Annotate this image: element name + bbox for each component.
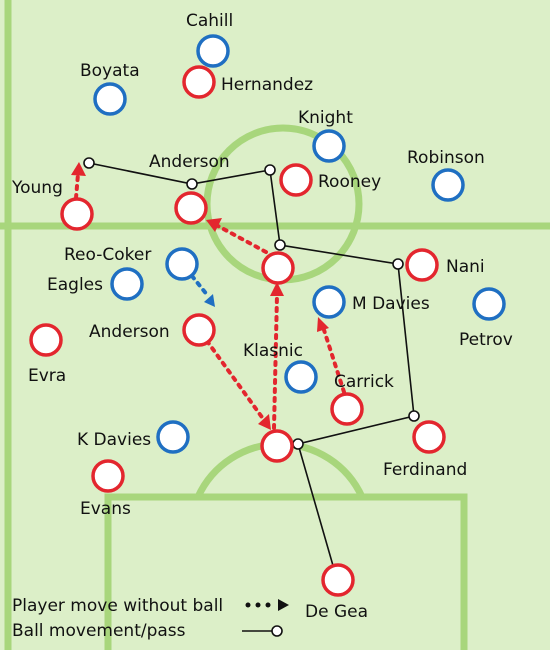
player-label-hernandez: Hernandez	[221, 75, 313, 95]
player-label-knight: Knight	[298, 108, 353, 128]
player-marker-m-davies	[312, 285, 346, 319]
player-label-cahill: Cahill	[186, 11, 233, 31]
player-label-ferdinand: Ferdinand	[383, 460, 467, 480]
player-marker-deep-red	[260, 429, 294, 463]
arrowhead	[317, 317, 329, 332]
player-marker-nani	[405, 248, 439, 282]
penalty-box	[104, 493, 468, 650]
player-marker-de-gea	[321, 563, 355, 597]
player-label-anderson-top: Anderson	[149, 152, 230, 172]
player-marker-evans	[91, 459, 125, 493]
legend-pass-sample	[242, 625, 283, 637]
pass-route-main	[88, 162, 415, 577]
player-marker-ferdinand	[412, 420, 446, 454]
player-marker-young	[60, 197, 94, 231]
player-label-nani: Nani	[446, 257, 485, 277]
legend-move-sample	[245, 599, 289, 611]
player-label-robinson: Robinson	[407, 148, 485, 168]
player-label-carrick: Carrick	[334, 372, 394, 392]
player-label-rooney: Rooney	[318, 172, 381, 192]
pass-node	[83, 157, 95, 169]
player-marker-knight	[312, 129, 346, 163]
pass-node	[408, 410, 420, 422]
player-marker-robinson	[431, 168, 465, 202]
player-marker-anderson-top	[174, 191, 208, 225]
move-arrow-young	[74, 172, 80, 200]
player-label-petrov: Petrov	[459, 330, 513, 350]
player-label-de-gea: De Gea	[305, 602, 368, 622]
player-marker-evra	[29, 323, 63, 357]
move-arrow-anderson	[205, 339, 266, 422]
arrowhead	[204, 294, 215, 307]
arrowhead	[258, 414, 271, 430]
arrowhead	[270, 282, 284, 296]
player-marker-hernandez	[182, 65, 216, 99]
pass-node	[186, 178, 198, 190]
pass-node	[392, 258, 404, 270]
player-marker-reo-coker	[165, 247, 199, 281]
player-label-young: Young	[11, 178, 63, 198]
movement-arrows	[74, 172, 346, 430]
arrow-heads	[71, 162, 329, 430]
move-arrow-carrick	[322, 328, 346, 394]
player-label-eagles: Eagles	[47, 275, 103, 295]
player-marker-center-red	[261, 251, 295, 285]
player-marker-k-davies	[156, 420, 190, 454]
move-arrow-to-anderson-top	[216, 224, 268, 254]
player-marker-anderson-mid	[182, 313, 216, 347]
player-labels: Cahill Hernandez Boyata Knight Robinson …	[11, 11, 513, 622]
player-label-m-davies: M Davies	[352, 294, 430, 314]
pass-node	[264, 164, 276, 176]
move-arrow-deep-to-center	[272, 293, 279, 430]
player-marker-klasnic	[284, 360, 318, 394]
player-label-boyata: Boyata	[80, 61, 140, 81]
arrowhead	[71, 162, 86, 176]
player-marker-eagles	[110, 267, 144, 301]
move-arrow-reo-coker	[190, 274, 210, 298]
player-label-evra: Evra	[28, 366, 66, 386]
legend-move-label: Player move without ball	[12, 596, 223, 616]
player-label-reo-coker: Reo-Coker	[64, 245, 151, 265]
legend-pass-label: Ball movement/pass	[12, 621, 186, 641]
player-marker-petrov	[472, 287, 506, 321]
players	[29, 34, 506, 597]
player-marker-cahill	[196, 34, 230, 68]
player-label-anderson-mid: Anderson	[89, 322, 170, 342]
player-marker-boyata	[93, 82, 127, 116]
pass-node	[292, 438, 304, 450]
pass-network	[88, 162, 415, 577]
player-label-evans: Evans	[80, 499, 131, 519]
player-marker-rooney	[279, 163, 313, 197]
player-label-klasnic: Klasnic	[243, 341, 303, 361]
player-label-k-davies: K Davies	[77, 430, 151, 450]
pass-node	[274, 239, 286, 251]
player-marker-carrick	[330, 392, 364, 426]
arrowhead	[206, 218, 222, 232]
legend: Player move without ball Ball movement/p…	[12, 596, 289, 641]
